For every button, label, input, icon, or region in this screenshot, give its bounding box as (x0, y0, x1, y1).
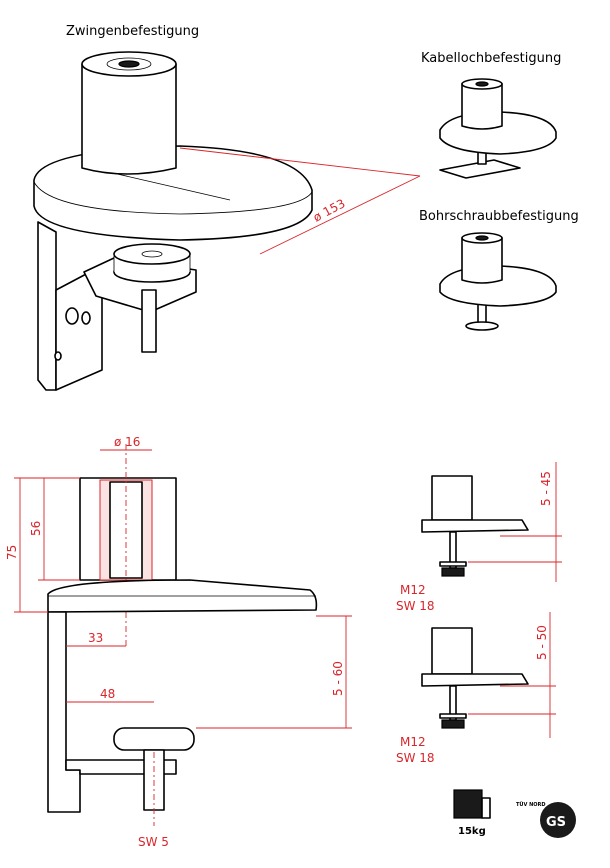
bolt-mount-section: 5 - 50 M12 SW 18 (396, 612, 556, 765)
dim-pole-height: 56 (29, 521, 43, 536)
cable-pole (461, 83, 503, 130)
bolt-section-nut (441, 719, 465, 729)
bolt-section-pole (431, 627, 473, 675)
dim-wrench-1: SW 18 (396, 599, 435, 613)
weight-icon (453, 789, 483, 819)
dim-clamp-range: 5 - 60 (331, 661, 345, 696)
clamp-screw-hole-2 (81, 311, 91, 325)
clamp-mount-perspective: Zwingenbefestigung ø 153 (33, 24, 421, 391)
dim-total-height: 75 (5, 545, 19, 560)
dim-thread-1: M12 (400, 583, 426, 597)
label-cable-hole-mount: Kabellochbefestigung (421, 51, 561, 66)
cable-plate (439, 159, 521, 179)
dim-thread-2: M12 (400, 735, 426, 749)
bolt-nut (465, 321, 499, 331)
clamp-screw-hole-1 (65, 307, 79, 325)
cable-section-pole (431, 475, 473, 521)
certification-badge: TÜV NORD GS (516, 801, 576, 838)
clamp-arm-plate (55, 271, 103, 391)
dim-cable-range: 5 - 45 (539, 471, 553, 506)
clamp-screw-hole-3 (54, 351, 62, 361)
cable-hole-mount-perspective: Kabellochbefestigung (421, 51, 561, 179)
section-pad (113, 727, 195, 751)
badge-load-text: 15kg (458, 826, 486, 837)
bolt-section-base (421, 673, 529, 687)
load-badge: 15kg (453, 789, 491, 837)
badge-gs-text: GS (546, 815, 566, 830)
dim-offset-33: 33 (88, 631, 103, 645)
clamp-section-view: ø 16 75 56 33 5 - 60 48 SW 5 (5, 435, 352, 849)
dim-depth-48: 48 (100, 687, 115, 701)
badge-tuv-text: TÜV NORD (516, 801, 546, 808)
dim-pole-diameter: ø 16 (114, 435, 140, 449)
gs-seal-icon (540, 802, 576, 838)
cable-section-nut (441, 567, 465, 577)
dim-bolt-range: 5 - 50 (535, 625, 549, 660)
clamp-pad-top (113, 243, 191, 265)
label-clamp-mount: Zwingenbefestigung (66, 24, 199, 39)
clamp-arm-front (37, 221, 57, 391)
cable-section-base (421, 519, 529, 533)
clamp-pole (81, 63, 177, 175)
bolt-pole (461, 237, 503, 284)
label-bolt-mount: Bohrschraubbefestigung (419, 209, 579, 224)
bolt-mount-perspective: Bohrschraubbefestigung (419, 209, 579, 331)
dim-sw5: SW 5 (138, 835, 169, 849)
clamp-threaded-spindle (141, 289, 157, 353)
dim-wrench-2: SW 18 (396, 751, 435, 765)
cable-hole-section: 5 - 45 M12 SW 18 (396, 462, 562, 613)
section-clamp-arm (47, 611, 81, 813)
